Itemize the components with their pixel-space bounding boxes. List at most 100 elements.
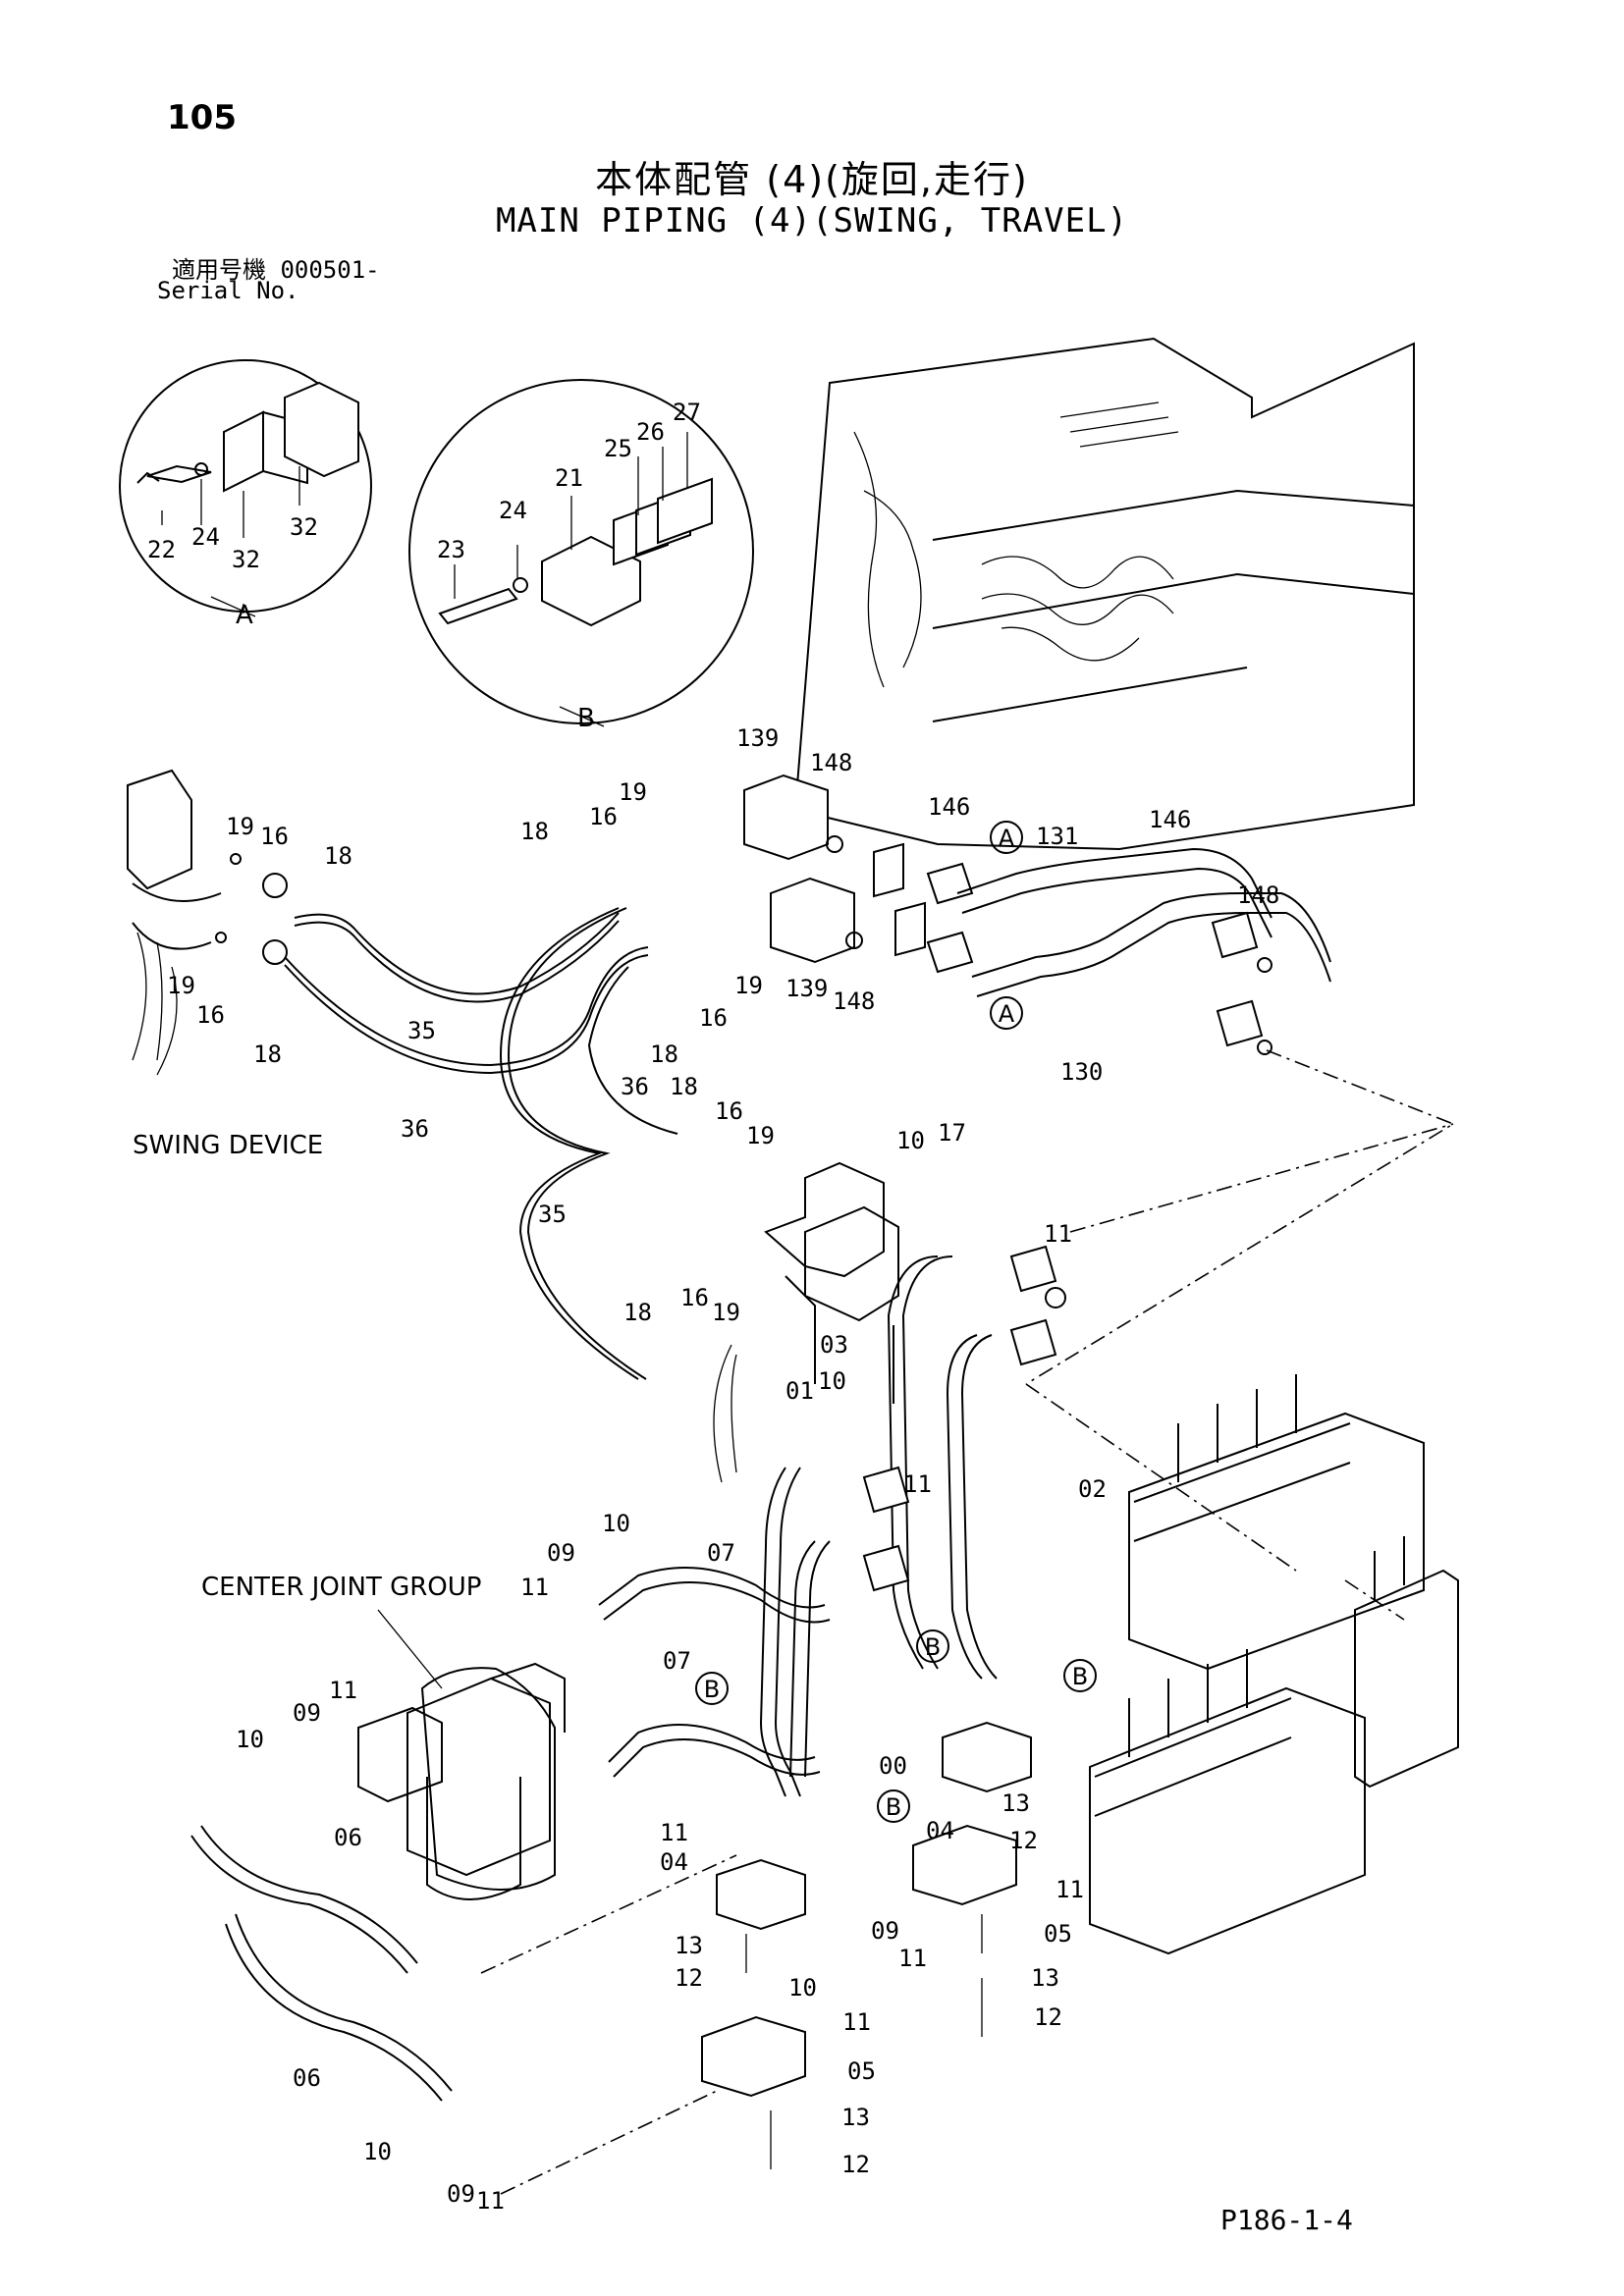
- part-number: 10: [602, 1510, 630, 1537]
- swing-device: [127, 769, 288, 1076]
- part-number: 16: [680, 1284, 709, 1311]
- svg-text:B: B: [886, 1793, 901, 1821]
- part-number: 12: [841, 2151, 870, 2178]
- part-number: 10: [363, 2138, 392, 2165]
- part-number: 26: [636, 418, 665, 446]
- part-number: 146: [1149, 806, 1191, 833]
- part-number: 19: [226, 813, 254, 840]
- part-number: 16: [260, 823, 289, 850]
- part-number: 13: [1031, 1964, 1059, 1992]
- detail-view-b: [408, 379, 754, 727]
- part-number: 11: [520, 1574, 549, 1601]
- part-number: 24: [499, 497, 527, 524]
- svg-text:A: A: [999, 1000, 1015, 1028]
- part-number: 10: [818, 1367, 846, 1395]
- part-number: 09: [547, 1539, 575, 1567]
- part-number: 10: [788, 1974, 817, 2002]
- part-number: 19: [746, 1122, 775, 1149]
- part-number: 19: [167, 972, 195, 999]
- part-number: 00: [879, 1752, 907, 1780]
- valve-block-139-upper: [743, 774, 829, 861]
- part-number: 19: [734, 972, 763, 999]
- center-joint-group-label: CENTER JOINT GROUP: [201, 1573, 481, 1602]
- svg-text:B: B: [925, 1633, 941, 1661]
- part-number: 148: [833, 988, 875, 1015]
- part-number: 07: [663, 1647, 691, 1675]
- part-number: 139: [736, 724, 779, 752]
- callout-a-lower: A: [990, 996, 1023, 1030]
- part-number: 18: [324, 842, 352, 870]
- part-number: 13: [1001, 1789, 1030, 1817]
- part-number: 32: [290, 513, 318, 541]
- part-number: 02: [1078, 1475, 1107, 1503]
- part-number: 06: [293, 2064, 321, 2092]
- part-number: 09: [447, 2180, 475, 2208]
- control-valve-right: [1354, 1536, 1459, 1789]
- part-number: 130: [1060, 1058, 1103, 1086]
- part-number: 19: [712, 1299, 740, 1326]
- machine-body-outline: [793, 337, 1415, 851]
- part-number: 35: [538, 1201, 567, 1228]
- callout-a-upper: A: [990, 821, 1023, 854]
- part-number: 36: [401, 1115, 429, 1143]
- part-number: 05: [1044, 1920, 1072, 1948]
- callout-b-1: B: [916, 1629, 949, 1663]
- part-number: 146: [928, 793, 970, 821]
- page-code: P186-1-4: [1220, 2204, 1353, 2236]
- svg-text:A: A: [999, 825, 1015, 852]
- callout-b-4: B: [877, 1789, 910, 1823]
- detail-a-label: A: [236, 601, 253, 630]
- part-number: 11: [842, 2008, 871, 2036]
- part-number: 10: [896, 1127, 925, 1154]
- part-number: 11: [476, 2187, 505, 2215]
- swing-device-label: SWING DEVICE: [133, 1131, 323, 1160]
- part-number: 18: [253, 1041, 282, 1068]
- part-number: 13: [841, 2104, 870, 2131]
- control-valve-upper: [1128, 1374, 1425, 1671]
- part-number: 18: [650, 1041, 678, 1068]
- part-number: 139: [785, 975, 828, 1002]
- part-number: 19: [619, 778, 647, 806]
- part-number: 25: [604, 435, 632, 462]
- part-number: 16: [196, 1001, 225, 1029]
- part-number: 16: [715, 1097, 743, 1125]
- part-number: 06: [334, 1824, 362, 1851]
- title-english: MAIN PIPING (4)(SWING, TRAVEL): [495, 201, 1129, 240]
- part-number: 12: [1009, 1827, 1038, 1854]
- part-number: 22: [147, 536, 176, 563]
- detail-b-label: B: [577, 704, 595, 733]
- part-number: 16: [699, 1004, 728, 1032]
- part-number: 10: [236, 1726, 264, 1753]
- part-number: 11: [898, 1945, 927, 1972]
- page-number: 105: [167, 98, 237, 137]
- part-number: 13: [675, 1932, 703, 1959]
- part-number: 17: [938, 1119, 966, 1147]
- part-number: 04: [660, 1848, 688, 1876]
- callout-b-3: B: [695, 1672, 729, 1705]
- part-number: 11: [660, 1819, 688, 1846]
- part-number: 11: [1044, 1220, 1072, 1248]
- part-number: 35: [407, 1017, 436, 1044]
- part-number: 18: [670, 1073, 698, 1100]
- part-number: 12: [1034, 2003, 1062, 2031]
- part-number: 131: [1036, 823, 1078, 850]
- part-number: 32: [232, 546, 260, 573]
- serial-label-japanese: 適用号機 000501-: [172, 256, 380, 284]
- part-number: 148: [810, 749, 852, 776]
- detail-view-a: [119, 359, 372, 617]
- part-number: 07: [707, 1539, 735, 1567]
- part-number: 18: [520, 818, 549, 845]
- title-japanese: 本体配管 (4)(旋回,走行): [595, 158, 1029, 201]
- serial-label-english: Serial No.: [157, 277, 299, 304]
- part-number: 24: [191, 523, 220, 551]
- part-number: 18: [623, 1299, 652, 1326]
- part-number: 11: [329, 1677, 357, 1704]
- part-number: 12: [675, 1964, 703, 1992]
- part-number: 16: [589, 803, 618, 830]
- callout-b-2: B: [1063, 1659, 1097, 1692]
- part-number: 03: [820, 1331, 848, 1359]
- part-number: 04: [926, 1817, 954, 1844]
- part-number: 27: [673, 399, 701, 426]
- swing-motor: [713, 1161, 899, 1483]
